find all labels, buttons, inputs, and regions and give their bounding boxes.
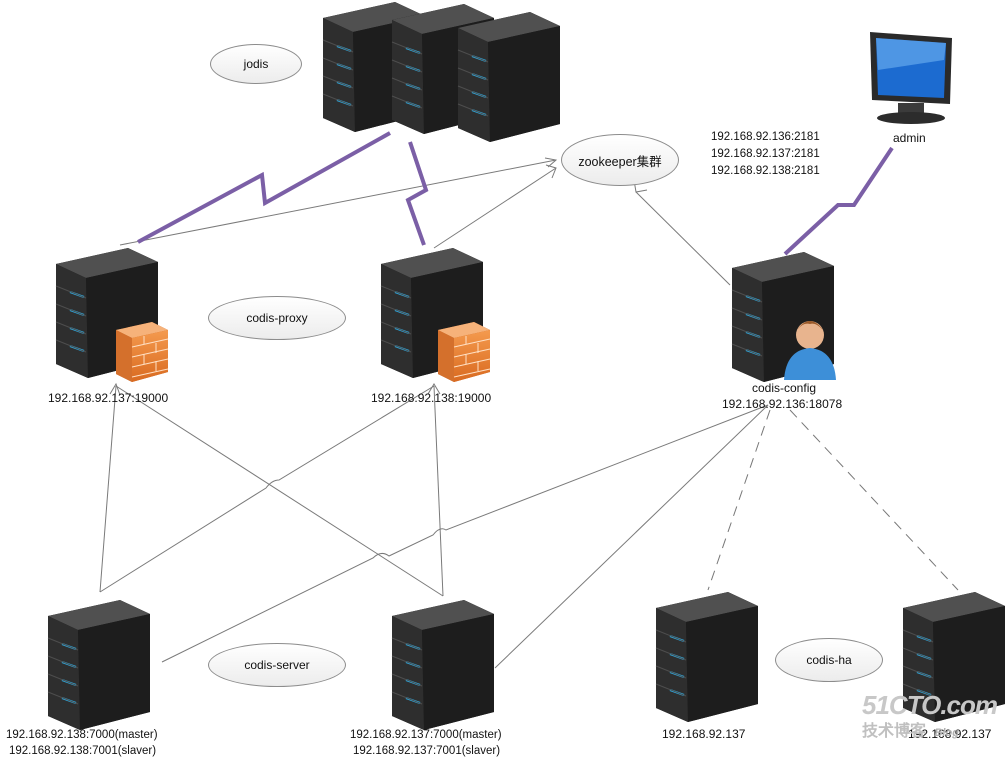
codis-server-2-icon <box>390 598 496 732</box>
codis-server-ellipse: codis-server <box>208 643 346 687</box>
proxy-1 <box>54 246 169 383</box>
connection-lines <box>99 159 769 669</box>
server-2-master: 192.168.92.137:7000(master) <box>350 729 502 741</box>
link-server1-proxy2 <box>99 385 435 593</box>
zookeeper-ellipse: zookeeper集群 <box>561 134 679 186</box>
lightning-config-admin <box>783 146 894 256</box>
firewall-icon <box>437 321 491 383</box>
ha-dashed-lines <box>707 409 959 591</box>
server-2-slaver: 192.168.92.137:7001(slaver) <box>353 745 501 757</box>
watermark-blog: Blog <box>934 727 959 739</box>
lightning-proxy2-jodis <box>405 141 429 246</box>
link-server1-proxy1 <box>99 385 117 593</box>
ha-host-2-label: 192.168.92.137 <box>908 727 992 741</box>
link-server2-config <box>494 404 769 669</box>
server-1-master: 192.168.92.138:7000(master) <box>6 729 158 741</box>
link-proxy1-zookeeper <box>119 159 557 246</box>
ha-host-1-label: 192.168.92.137 <box>662 727 746 741</box>
link-server2-proxy1 <box>115 385 444 597</box>
link-proxy2-zookeeper <box>433 167 557 249</box>
codis-proxy-ellipse: codis-proxy <box>208 296 346 340</box>
codis-ha-ellipse: codis-ha <box>775 638 883 682</box>
jodis-ellipse: jodis <box>210 44 302 84</box>
link-config-zookeeper <box>635 191 731 286</box>
config-address: 192.168.92.136:18078 <box>722 397 843 411</box>
user-icon <box>784 321 836 380</box>
watermark-subtitle-text: 技术博客 <box>862 723 927 740</box>
jodis-server-icon <box>456 10 562 144</box>
proxy-2-address: 192.168.92.138:19000 <box>371 391 492 405</box>
firewall-icon <box>115 321 169 383</box>
config-name: codis-config <box>752 381 817 395</box>
ha-host-1-icon <box>654 590 760 724</box>
watermark-subtitle: 技术博客 Blog <box>862 717 992 741</box>
codis-server-1-icon <box>46 598 152 732</box>
watermark-site: 51CTO.com <box>862 690 998 720</box>
lightning-proxy1-jodis <box>137 131 391 244</box>
zookeeper-address-1: 192.168.92.136:2181 <box>711 131 820 143</box>
proxy-1-address: 192.168.92.137:19000 <box>48 391 169 405</box>
watermark: 51CTO.com 技术博客 Blog <box>862 690 998 746</box>
codis-config-node <box>730 250 836 384</box>
proxy-2 <box>379 246 491 383</box>
jodis-servers <box>321 0 562 144</box>
lightning-links <box>137 131 894 256</box>
server-1-slaver: 192.168.92.138:7001(slaver) <box>9 745 157 757</box>
monitor-icon <box>870 32 952 124</box>
zookeeper-address-3: 192.168.92.138:2181 <box>711 165 820 177</box>
admin-label: admin <box>893 131 926 145</box>
link-server1-config <box>161 404 769 663</box>
arrowheads <box>109 157 648 396</box>
zookeeper-address-2: 192.168.92.137:2181 <box>711 148 820 160</box>
link-server2-proxy2 <box>433 385 444 597</box>
